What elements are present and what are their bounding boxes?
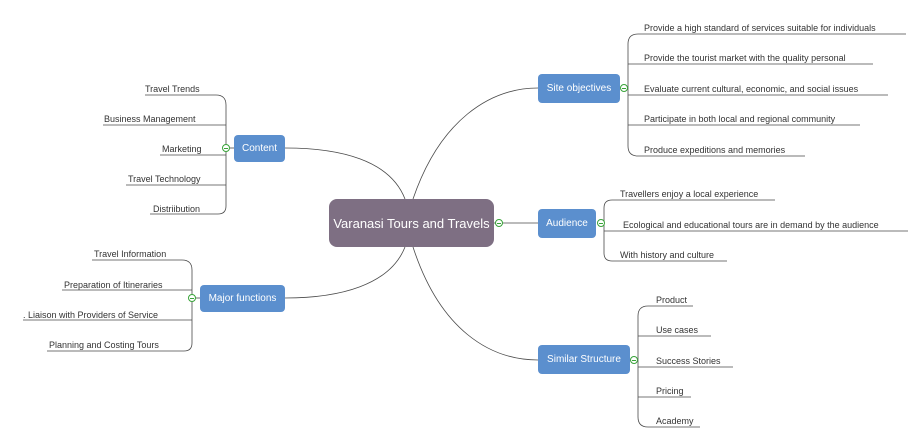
leaf-similar-pricing[interactable]: Pricing [656, 386, 684, 396]
topic-audience-node[interactable]: Audience [538, 209, 596, 238]
collapse-toggle-central[interactable] [495, 219, 503, 227]
collapse-toggle-site-objectives[interactable] [620, 84, 628, 92]
leaf-content-distribution[interactable]: Distriibution [153, 204, 201, 214]
leaf-content-business-management[interactable]: Business Management [104, 114, 196, 124]
leaf-content-travel-technology[interactable]: Travel Technology [128, 174, 201, 184]
topic-major-functions-node[interactable]: Major functions [200, 285, 285, 312]
connector-central-site [412, 87, 539, 200]
topic-content-label: Content [241, 143, 278, 154]
leaf-site-evaluate-issues[interactable]: Evaluate current cultural, economic, and… [644, 84, 859, 94]
collapse-toggle-audience[interactable] [597, 219, 605, 227]
leaf-site-participate-community[interactable]: Participate in both local and regional c… [644, 114, 836, 124]
topic-similar-structure-node[interactable]: Similar Structure [538, 345, 630, 374]
topic-major-functions-label: Major functions [208, 293, 277, 304]
topic-similar-structure-label: Similar Structure [547, 354, 621, 365]
connector-central-content [284, 147, 406, 200]
central-topic-node[interactable]: Varanasi Tours and Travels [329, 199, 494, 247]
leaf-similar-success-stories[interactable]: Success Stories [656, 356, 721, 366]
leaf-audience-history-culture[interactable]: With history and culture [620, 250, 715, 260]
leaf-audience-ecological-tours[interactable]: Ecological and educational tours are in … [623, 220, 879, 230]
leaf-similar-product[interactable]: Product [656, 295, 688, 305]
leaf-major-preparation-itineraries[interactable]: Preparation of Itineraries [64, 280, 163, 290]
collapse-toggle-major-functions[interactable] [188, 294, 196, 302]
topic-site-objectives-label: Site objectives [546, 83, 612, 94]
leaf-major-travel-information[interactable]: Travel Information [94, 249, 167, 259]
leaf-similar-academy[interactable]: Academy [656, 416, 694, 426]
leaf-major-liaison-providers[interactable]: . Liaison with Providers of Service [23, 310, 159, 320]
leaf-site-produce-expeditions[interactable]: Produce expeditions and memories [644, 145, 786, 155]
leaf-audience-local-experience[interactable]: Travellers enjoy a local experience [620, 189, 759, 199]
topic-content-node[interactable]: Content [234, 135, 285, 162]
connector-central-similar [412, 246, 539, 361]
leaf-site-tourist-market[interactable]: Provide the tourist market with the qual… [644, 53, 846, 63]
topic-audience-label: Audience [546, 218, 588, 229]
topic-site-objectives-node[interactable]: Site objectives [538, 74, 620, 103]
collapse-toggle-similar-structure[interactable] [630, 356, 638, 364]
collapse-toggle-content[interactable] [222, 144, 230, 152]
leaf-content-travel-trends[interactable]: Travel Trends [145, 84, 200, 94]
leaf-site-high-standard[interactable]: Provide a high standard of services suit… [644, 23, 876, 33]
connector-central-major [284, 246, 406, 299]
leaf-major-planning-costing[interactable]: Planning and Costing Tours [49, 340, 159, 350]
central-topic-label: Varanasi Tours and Travels [333, 215, 490, 231]
leaf-content-marketing[interactable]: Marketing [162, 144, 202, 154]
leaf-similar-use-cases[interactable]: Use cases [656, 325, 699, 335]
